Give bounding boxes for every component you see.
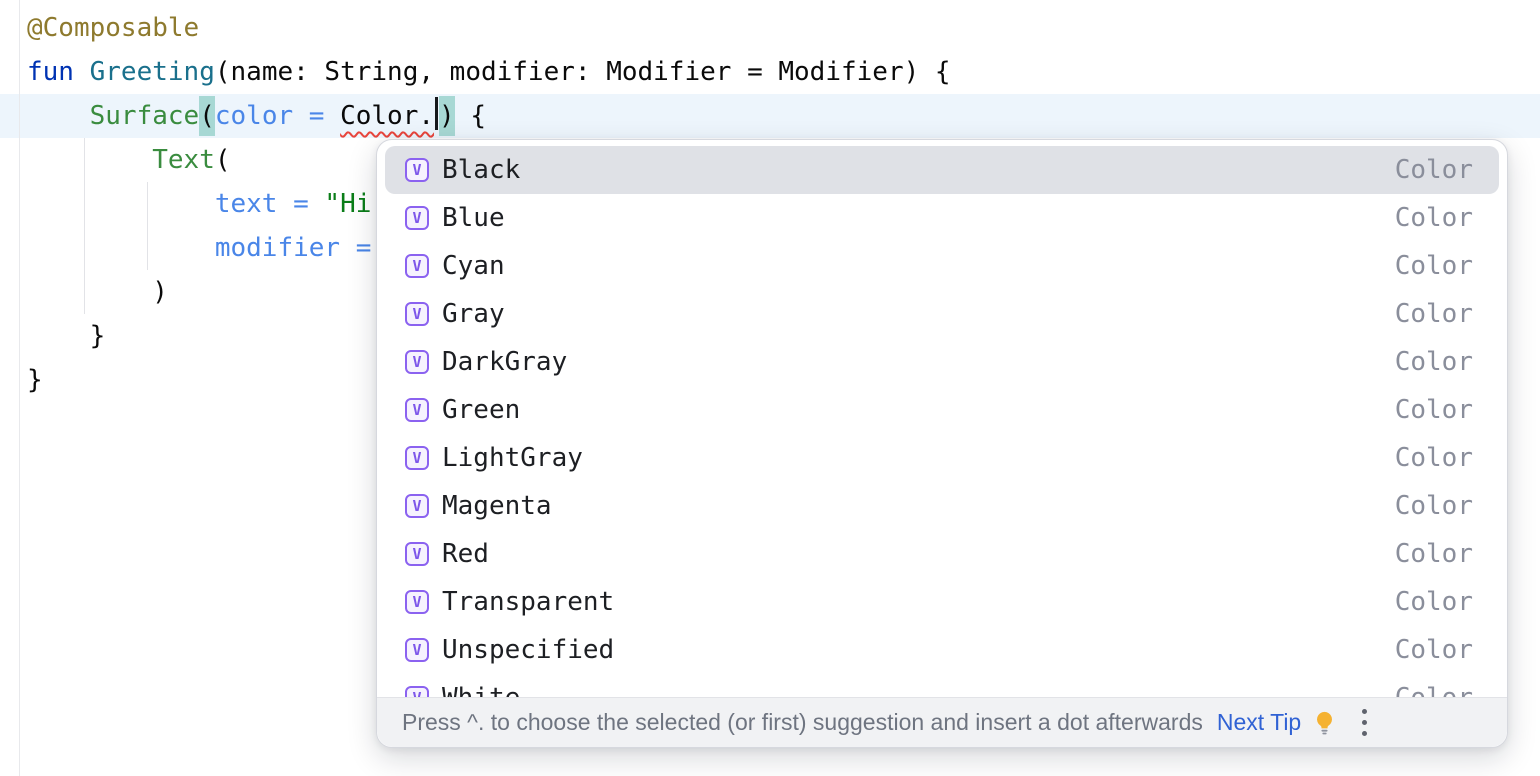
completion-item-gray[interactable]: V Gray Color (385, 290, 1499, 338)
completion-item-label: Gray (442, 299, 505, 329)
code-token: fun (27, 57, 74, 87)
completion-item-type: Color (1394, 299, 1473, 329)
completion-item-lightgray[interactable]: V LightGray Color (385, 434, 1499, 482)
completion-item-type: Color (1394, 347, 1473, 377)
completion-item-label: DarkGray (442, 347, 568, 377)
code-token (27, 101, 90, 131)
code-token: ( (199, 96, 215, 136)
completion-item-label: Blue (442, 203, 505, 233)
next-tip-link[interactable]: Next Tip (1216, 709, 1302, 735)
completion-item-label: Black (442, 155, 521, 185)
completion-item-label: Cyan (442, 251, 505, 281)
code-token (27, 145, 152, 175)
code-line: } (27, 358, 951, 402)
code-token: Surface (89, 101, 200, 131)
code-token (309, 189, 325, 219)
code-line: ) (27, 270, 951, 314)
completion-item-black[interactable]: V Black Color (385, 146, 1499, 194)
completion-item-unspecified[interactable]: V Unspecified Color (385, 626, 1499, 674)
code-token: { (454, 101, 486, 131)
code-token: } (27, 321, 106, 351)
completion-item-label: LightGray (442, 443, 583, 473)
current-line-highlight (0, 94, 1540, 138)
variable-icon: V (405, 254, 429, 278)
completion-item-label: Unspecified (442, 635, 615, 665)
indent-guide (84, 138, 85, 314)
completion-item-green[interactable]: V Green Color (385, 386, 1499, 434)
completion-item-type: Color (1394, 395, 1473, 425)
variable-icon: V (405, 158, 429, 182)
completion-item-darkgray[interactable]: V DarkGray Color (385, 338, 1499, 386)
completion-item-type: Color (1394, 539, 1473, 569)
code-token: Text (152, 145, 215, 175)
gutter-separator (19, 0, 20, 776)
completion-item-type: Color (1394, 155, 1473, 185)
code-line: text = "Hi, (27, 182, 951, 226)
code-token: ) (27, 277, 168, 307)
completion-item-type: Color (1394, 491, 1473, 521)
lightbulb-icon[interactable] (1311, 709, 1338, 736)
variable-icon: V (405, 494, 429, 518)
completion-item-label: Red (442, 539, 489, 569)
code-line: Surface(color = Color.) { (27, 94, 951, 138)
completion-item-type: Color (1394, 635, 1473, 665)
variable-icon: V (405, 398, 429, 422)
code-token: Greeting (89, 57, 215, 87)
code-token: Color. (340, 101, 435, 131)
completion-item-type: Color (1394, 251, 1473, 281)
completion-item-type: Color (1394, 203, 1473, 233)
hint-text: Press ^. to choose the selected (or firs… (402, 709, 1203, 735)
completion-item-red[interactable]: V Red Color (385, 530, 1499, 578)
completion-hint-bar: Press ^. to choose the selected (or firs… (377, 697, 1507, 747)
variable-icon: V (405, 638, 429, 662)
code-token: modifier = (214, 233, 372, 263)
code-token: ) (439, 96, 455, 136)
completion-item-label: Green (442, 395, 521, 425)
completion-item-label: Transparent (442, 587, 615, 617)
completion-item-magenta[interactable]: V Magenta Color (385, 482, 1499, 530)
code-token: text = (214, 189, 309, 219)
code-line: modifier = (27, 226, 951, 270)
code-line: fun Greeting(name: String, modifier: Mod… (27, 50, 951, 94)
code-token (27, 233, 215, 263)
code-token (324, 101, 340, 131)
variable-icon: V (405, 590, 429, 614)
code-token (74, 57, 90, 87)
completion-item-cyan[interactable]: V Cyan Color (385, 242, 1499, 290)
code-token: (name: String, modifier: Modifier = Modi… (214, 57, 951, 87)
variable-icon: V (405, 302, 429, 326)
completion-item-label: Magenta (442, 491, 552, 521)
completion-item-transparent[interactable]: V Transparent Color (385, 578, 1499, 626)
completion-item-type: Color (1394, 443, 1473, 473)
code-token: ( (214, 145, 231, 175)
variable-icon: V (405, 206, 429, 230)
code-token (27, 189, 215, 219)
more-options-button[interactable] (1356, 705, 1373, 740)
code-token: @Composable (27, 13, 200, 43)
code-token: } (27, 365, 43, 395)
code-text: @Composable fun Greeting(name: String, mo… (27, 6, 951, 402)
variable-icon: V (405, 542, 429, 566)
completion-item-type: Color (1394, 587, 1473, 617)
indent-guide (147, 182, 148, 270)
code-line: Text( (27, 138, 951, 182)
code-token: color = (214, 101, 325, 131)
text-caret (435, 97, 439, 130)
variable-icon: V (405, 350, 429, 374)
variable-icon: V (405, 446, 429, 470)
code-line: } (27, 314, 951, 358)
code-line: @Composable (27, 6, 951, 50)
completion-item-blue[interactable]: V Blue Color (385, 194, 1499, 242)
